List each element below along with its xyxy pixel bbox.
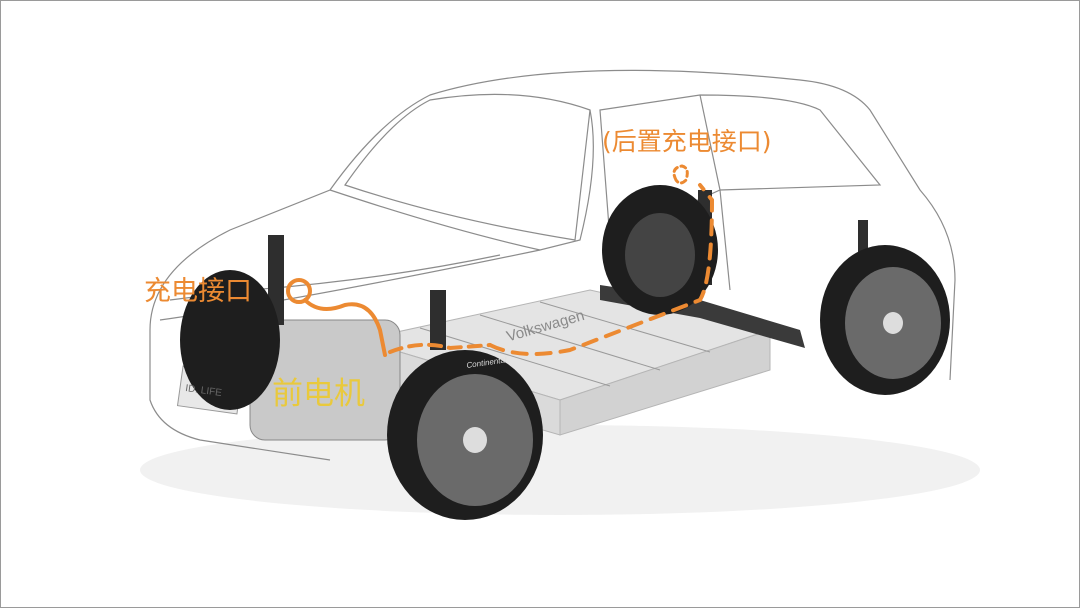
rear-charge-port-label: (后置充电接口) [602, 127, 772, 156]
wheel-front-left [180, 270, 280, 410]
wheel-rear-right [820, 245, 950, 395]
ground-shadow [140, 425, 980, 515]
charging-cable-path [286, 164, 715, 357]
front-motor-label: 前电机 [272, 376, 365, 412]
charge-port-label: 充电接口 [144, 276, 252, 307]
wheel-front-right [387, 350, 543, 520]
wheel-rear-left [602, 185, 718, 315]
